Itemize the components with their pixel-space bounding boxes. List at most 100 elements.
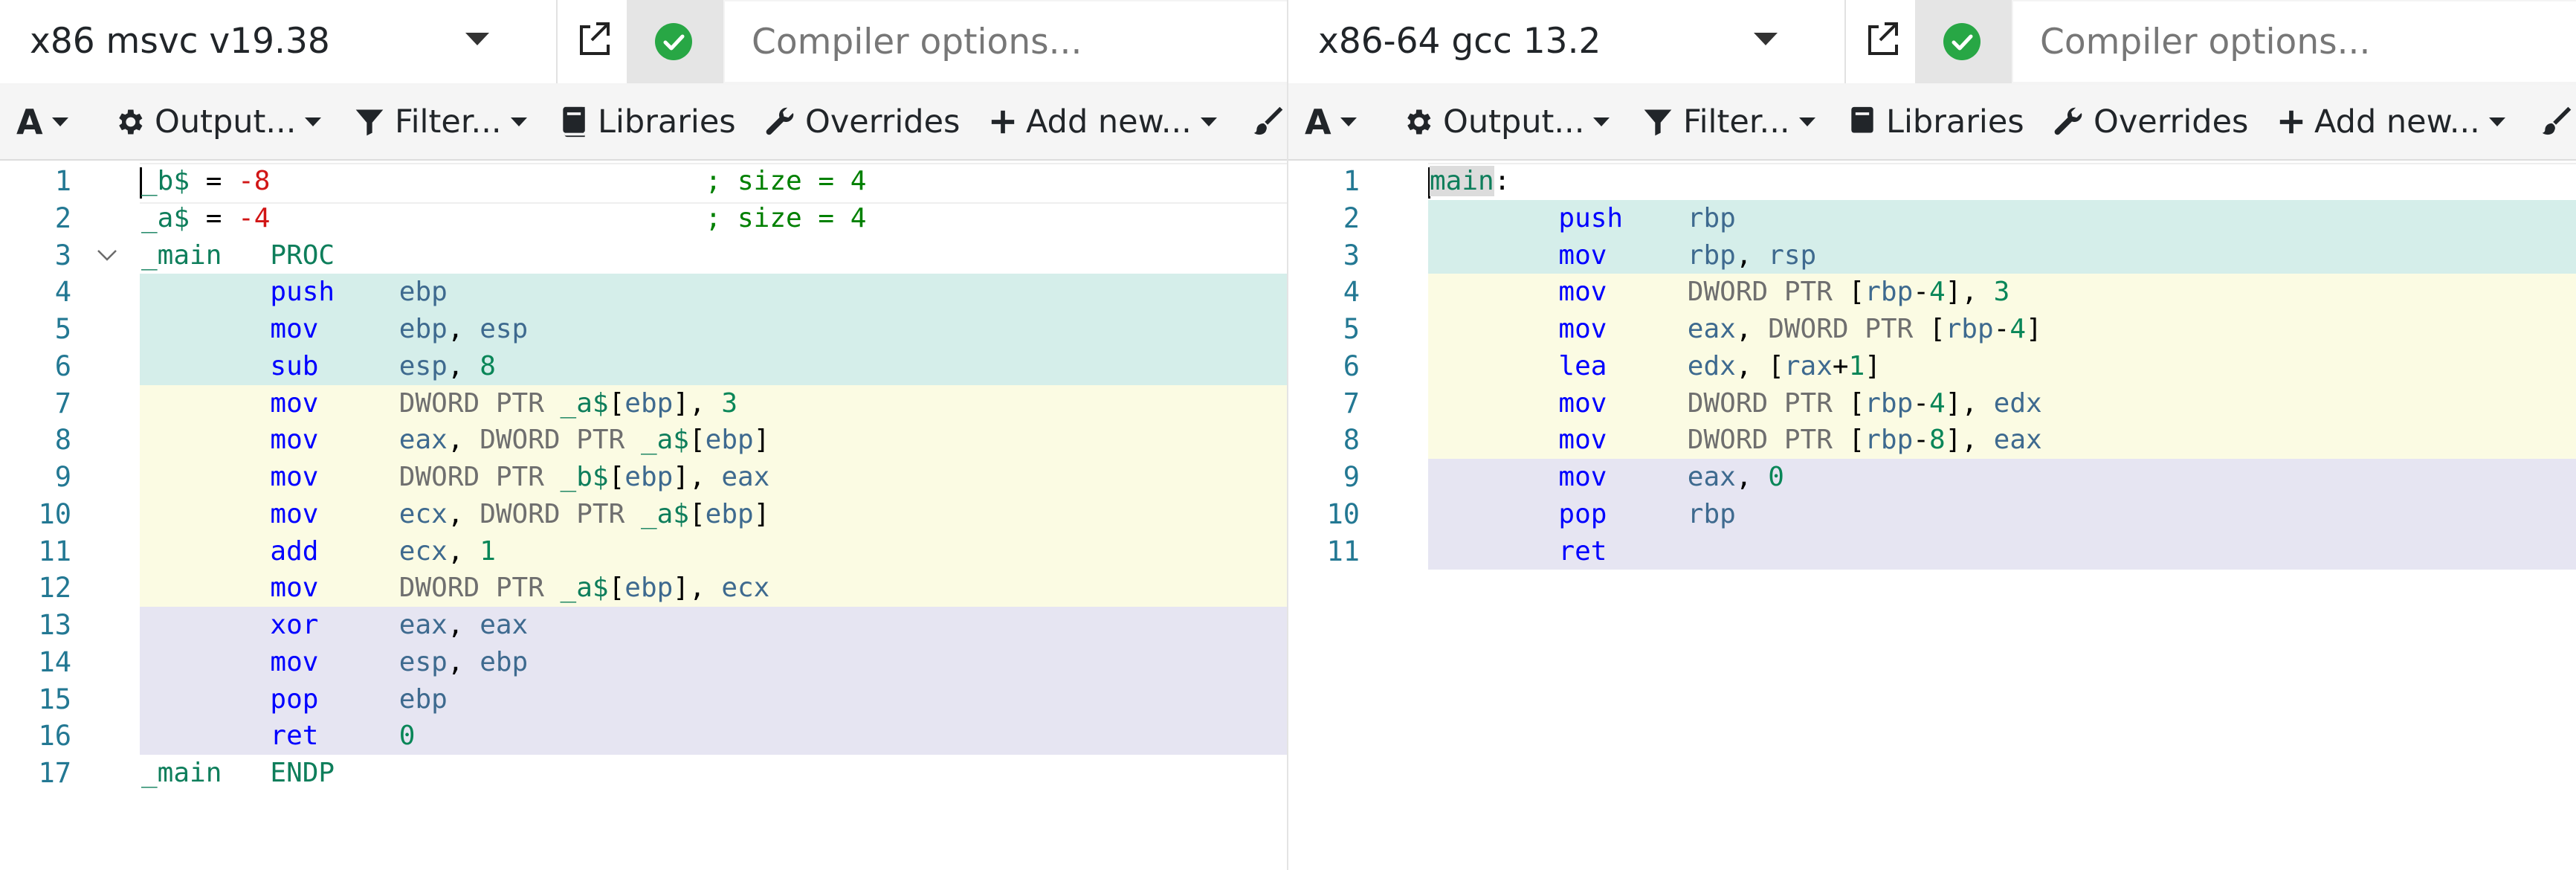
brush-button[interactable] [2540, 85, 2572, 159]
token: ] [1865, 350, 1881, 381]
token: mov [1558, 425, 1607, 456]
line-highlight [140, 680, 1288, 718]
token: eax [1993, 425, 2042, 456]
code-line[interactable]: 12 mov DWORD PTR _a$[ebp], ecx [0, 570, 1288, 607]
font-size-button[interactable]: A [1305, 85, 1357, 159]
token: esp [398, 350, 448, 381]
code-text: mov DWORD PTR [rbp-8], eax [1430, 422, 2042, 459]
line-highlight [1428, 422, 2576, 459]
compile-status[interactable] [1915, 0, 2012, 83]
popout-button[interactable] [1844, 0, 1916, 83]
overrides-button[interactable]: Overrides [764, 85, 960, 159]
token: , [1735, 314, 1769, 344]
code-line[interactable]: 1_b$ = -8 ; size = 4 [0, 163, 1288, 204]
token: _a$ [141, 202, 190, 233]
code-text: lea edx, [rax+1] [1430, 348, 1881, 385]
line-highlight [1428, 384, 2576, 422]
output-dropdown[interactable]: Output... [1401, 85, 1610, 159]
token: mov [270, 462, 319, 492]
token [318, 462, 398, 492]
token: _b$ [560, 462, 609, 492]
code-line[interactable]: 2_a$ = -4 ; size = 4 [0, 200, 1288, 237]
token [335, 277, 399, 307]
code-text: mov DWORD PTR _b$[ebp], eax [141, 459, 769, 496]
code-line[interactable]: 15 pop ebp [0, 680, 1288, 718]
code-line[interactable]: 6 sub esp, 8 [0, 347, 1288, 385]
filter-dropdown[interactable]: Filter... [1642, 85, 1815, 159]
code-text: sub esp, 8 [141, 348, 495, 385]
token: -8 [238, 166, 271, 196]
pane-divider[interactable] [1287, 0, 1288, 870]
filter-dropdown[interactable]: Filter... [353, 85, 527, 159]
code-line[interactable]: 11 ret [1288, 532, 2576, 570]
compiler-select[interactable]: x86-64 gcc 13.2 [1288, 0, 1844, 83]
font-icon: A [16, 102, 43, 142]
code-text: xor eax, eax [141, 607, 528, 644]
libraries-button[interactable]: Libraries [559, 85, 736, 159]
add-new-dropdown[interactable]: Add new... [2277, 85, 2505, 159]
code-text: mov eax, DWORD PTR _a$[ebp] [141, 422, 769, 459]
code-line[interactable]: 11 add ecx, 1 [0, 532, 1288, 570]
code-line[interactable]: 7 mov DWORD PTR [rbp-4], edx [1288, 384, 2576, 422]
overrides-button[interactable]: Overrides [2052, 85, 2248, 159]
code-line[interactable]: 3_main PROC [0, 237, 1288, 274]
code-line[interactable]: 16 ret 0 [0, 718, 1288, 755]
token [141, 684, 270, 715]
code-line[interactable]: 8 mov DWORD PTR [rbp-8], eax [1288, 422, 2576, 459]
token: 0 [398, 721, 416, 752]
code-line[interactable]: 3 mov rbp, rsp [1288, 236, 2576, 274]
token: main [1430, 166, 1494, 196]
code-text: ret 0 [141, 718, 415, 755]
code-line[interactable]: 5 mov eax, DWORD PTR [rbp-4] [1288, 311, 2576, 348]
code-line[interactable]: 14 mov esp, ebp [0, 643, 1288, 681]
code-line[interactable]: 4 mov DWORD PTR [rbp-4], 3 [1288, 274, 2576, 311]
line-number: 14 [38, 645, 71, 678]
line-highlight [1428, 459, 2576, 496]
token [1430, 425, 1558, 455]
compile-status[interactable] [627, 0, 723, 83]
code-line[interactable]: 9 mov eax, 0 [1288, 459, 2576, 496]
token: ; size = 4 [705, 202, 867, 233]
fold-chevron-icon[interactable] [95, 247, 119, 263]
token: ebp [705, 498, 754, 529]
token: ], [673, 387, 722, 419]
code-line[interactable]: 17_main ENDP [0, 755, 1288, 792]
code-text: pop ebp [141, 681, 447, 718]
token: _a$ [640, 425, 689, 456]
compiler-options-input[interactable] [2013, 1, 2576, 82]
line-highlight [1428, 532, 2576, 570]
brush-button[interactable] [1251, 85, 1284, 159]
code-line[interactable]: 8 mov eax, DWORD PTR _a$[ebp] [0, 422, 1288, 459]
add-new-dropdown[interactable]: Add new... [989, 85, 1217, 159]
code-text: push rbp [1430, 200, 1735, 237]
token: = [190, 166, 239, 196]
code-line[interactable]: 5 mov ebp, esp [0, 311, 1288, 348]
code-line[interactable]: 2 push rbp [1288, 199, 2576, 237]
font-size-button[interactable]: A [16, 85, 68, 159]
code-line[interactable]: 13 xor eax, eax [0, 607, 1288, 644]
token [141, 647, 270, 677]
compiler-select[interactable]: x86 msvc v19.38 [0, 0, 556, 83]
code-line[interactable]: 9 mov DWORD PTR _b$[ebp], eax [0, 459, 1288, 496]
token: rax [1783, 350, 1833, 381]
libraries-button[interactable]: Libraries [1847, 85, 2024, 159]
code-line[interactable]: 10 mov ecx, DWORD PTR _a$[ebp] [0, 495, 1288, 533]
token: rbp [1865, 277, 1914, 308]
line-number: 10 [38, 497, 71, 530]
code-line[interactable]: 10 pop rbp [1288, 495, 2576, 533]
current-line-border [1428, 163, 2576, 204]
compiler-options-input[interactable] [725, 1, 1288, 82]
output-dropdown[interactable]: Output... [113, 85, 322, 159]
compiler-header: x86-64 gcc 13.2 [1288, 0, 2576, 86]
code-line[interactable]: 4 push ebp [0, 274, 1288, 311]
popout-button[interactable] [556, 0, 627, 83]
code-line[interactable]: 6 lea edx, [rax+1] [1288, 347, 2576, 385]
token: [ [688, 498, 706, 529]
token: sub [270, 350, 319, 381]
add-new-label: Add new... [2314, 103, 2480, 141]
token [1607, 277, 1687, 307]
code-line[interactable]: 7 mov DWORD PTR _a$[ebp], 3 [0, 384, 1288, 422]
